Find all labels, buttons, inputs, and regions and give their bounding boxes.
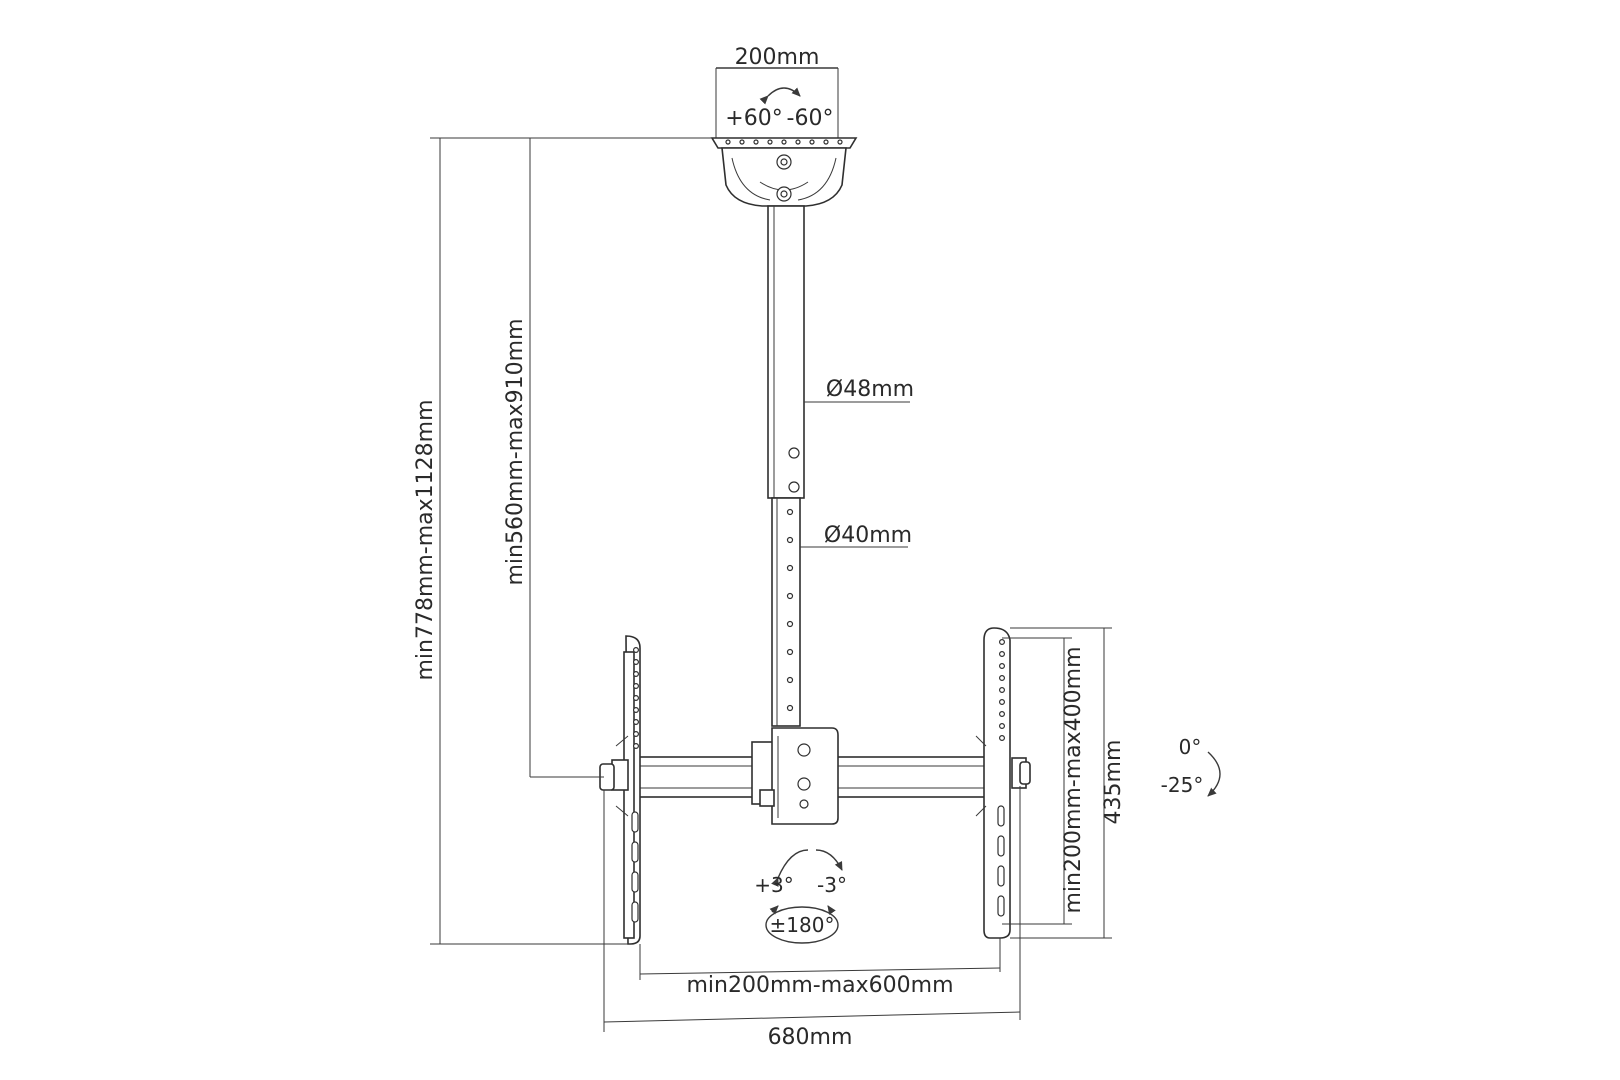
right-bracket bbox=[975, 627, 1031, 939]
vertical-hole-dimension bbox=[1002, 637, 1072, 925]
tilt-down-label: -25° bbox=[1161, 773, 1204, 797]
bracket-height-label: 435mm bbox=[1101, 740, 1126, 825]
rotation-label: ±180° bbox=[770, 913, 835, 937]
swivel-plus-label: +3° bbox=[754, 873, 793, 897]
vertical-hole-range-label: min200mm-max400mm bbox=[1061, 646, 1086, 913]
top-rotation-plus-label: +60° bbox=[725, 106, 782, 131]
pole-height-label: min560mm-max910mm bbox=[503, 318, 528, 585]
tilt-arrow-icon bbox=[1207, 751, 1221, 797]
ceiling-plate bbox=[710, 67, 858, 207]
left-bracket bbox=[599, 635, 641, 945]
horizontal-hole-range-label: min200mm-max600mm bbox=[686, 973, 953, 998]
bracket-height-dimension bbox=[1010, 627, 1112, 939]
total-height-label: min778mm-max1128mm bbox=[413, 399, 438, 680]
pole bbox=[767, 205, 805, 727]
pole-height-dimension bbox=[529, 138, 604, 778]
top-plate-width-label: 200mm bbox=[735, 45, 820, 70]
pole-inner-diameter-label: Ø40mm bbox=[824, 523, 912, 548]
pole-outer-diameter-label: Ø48mm bbox=[826, 377, 914, 402]
overall-width-dimension bbox=[603, 786, 1021, 1032]
plate-holes bbox=[725, 139, 843, 145]
left-bracket-holes bbox=[632, 646, 639, 749]
right-bracket-holes bbox=[998, 638, 1005, 741]
overall-width-label: 680mm bbox=[768, 1025, 853, 1050]
tilt-up-label: 0° bbox=[1179, 735, 1202, 759]
total-height-dimension bbox=[430, 137, 712, 945]
swivel-minus-label: -3° bbox=[817, 873, 847, 897]
top-rotation-minus-label: -60° bbox=[787, 106, 834, 131]
center-joint bbox=[751, 727, 843, 944]
horizontal-hole-dimension bbox=[639, 938, 1001, 980]
